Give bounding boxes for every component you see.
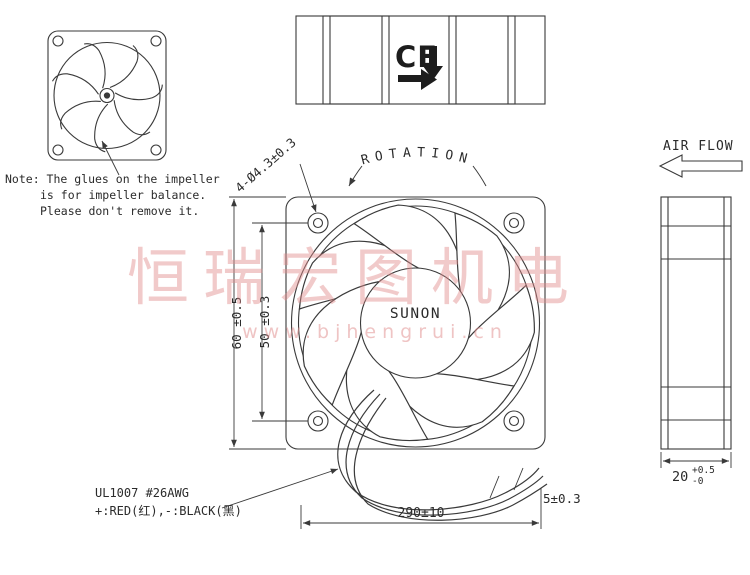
wire-spec-leader [221, 468, 339, 509]
small-hub [99, 87, 115, 104]
small-fan-frame [47, 30, 167, 161]
side-view-outline [295, 15, 546, 105]
front-view-dimensions [229, 163, 317, 450]
frame-rib-right [448, 15, 516, 105]
rotation-indicator: ROTATION [348, 145, 487, 187]
mounting-hole [52, 35, 64, 47]
small-impeller-blades [51, 43, 163, 153]
top-side-view [295, 15, 546, 105]
dim-5-label: 5±0.3 [543, 491, 581, 506]
note-line-1: Note: The glues on the impeller [5, 172, 220, 186]
ce-mark: CE [395, 40, 443, 90]
mounting-hole [150, 35, 162, 47]
center-dot [103, 92, 111, 99]
front-view [285, 196, 546, 450]
wire-spec-line-1: UL1007 #26AWG [95, 486, 189, 500]
right-side-view [660, 196, 732, 450]
side-profile-outline [660, 196, 732, 450]
dim-20 [660, 452, 732, 468]
note-line-2: is for impeller balance. [40, 188, 206, 202]
down-arrow-icon [423, 46, 443, 80]
watermark: 恒瑞宏图机电 www.bjhengrui.cn [127, 241, 583, 343]
hole-dia-leader [299, 163, 317, 213]
mounting-hole [52, 144, 64, 156]
lead-wires [337, 389, 548, 521]
dim-20-tol-up: +0.5 [692, 465, 715, 476]
airflow-indicator: AIR FLOW [658, 139, 743, 178]
impeller-note: Note: The glues on the impeller is for i… [5, 172, 220, 218]
airflow-label: AIR FLOW [663, 139, 734, 154]
wire-strip-ticks [489, 467, 524, 499]
airflow-arrow-icon [658, 154, 743, 178]
mounting-hole [150, 144, 162, 156]
rotation-label: ROTATION [360, 145, 475, 168]
watermark-brand: 恒瑞宏图机电 [127, 241, 583, 314]
watermark-url: www.bjhengrui.cn [242, 321, 508, 343]
brand-label: SUNON [390, 306, 441, 322]
dim-290 [300, 488, 542, 529]
dim-290-label: 290±10 [398, 506, 445, 521]
wire-spec-line-2: +:RED(红),-:BLACK(黑) [95, 503, 242, 518]
dim-60-label: 60 ±0.5 [229, 297, 244, 350]
right-arrow-icon [398, 69, 437, 90]
dim-50 [252, 222, 308, 422]
dim-60 [229, 196, 286, 450]
impeller-small-view [47, 30, 167, 176]
fan-frame [285, 196, 546, 450]
hub-circle [359, 267, 472, 379]
dim-50-label: 50 ±0.3 [257, 296, 272, 349]
venturi-outer-circle [290, 198, 541, 448]
dim-hole-dia-label: 4-Ø4.3±0.3 [232, 135, 299, 196]
dim-20-label: 20 [672, 469, 688, 485]
rotation-arrow-right [472, 165, 487, 187]
dim-20-tol-dn: -0 [692, 476, 704, 487]
frame-rib-left [322, 15, 390, 105]
rotation-arrow-left [348, 165, 363, 187]
note-line-3: Please don't remove it. [40, 204, 199, 218]
note-leader-line [101, 140, 120, 176]
